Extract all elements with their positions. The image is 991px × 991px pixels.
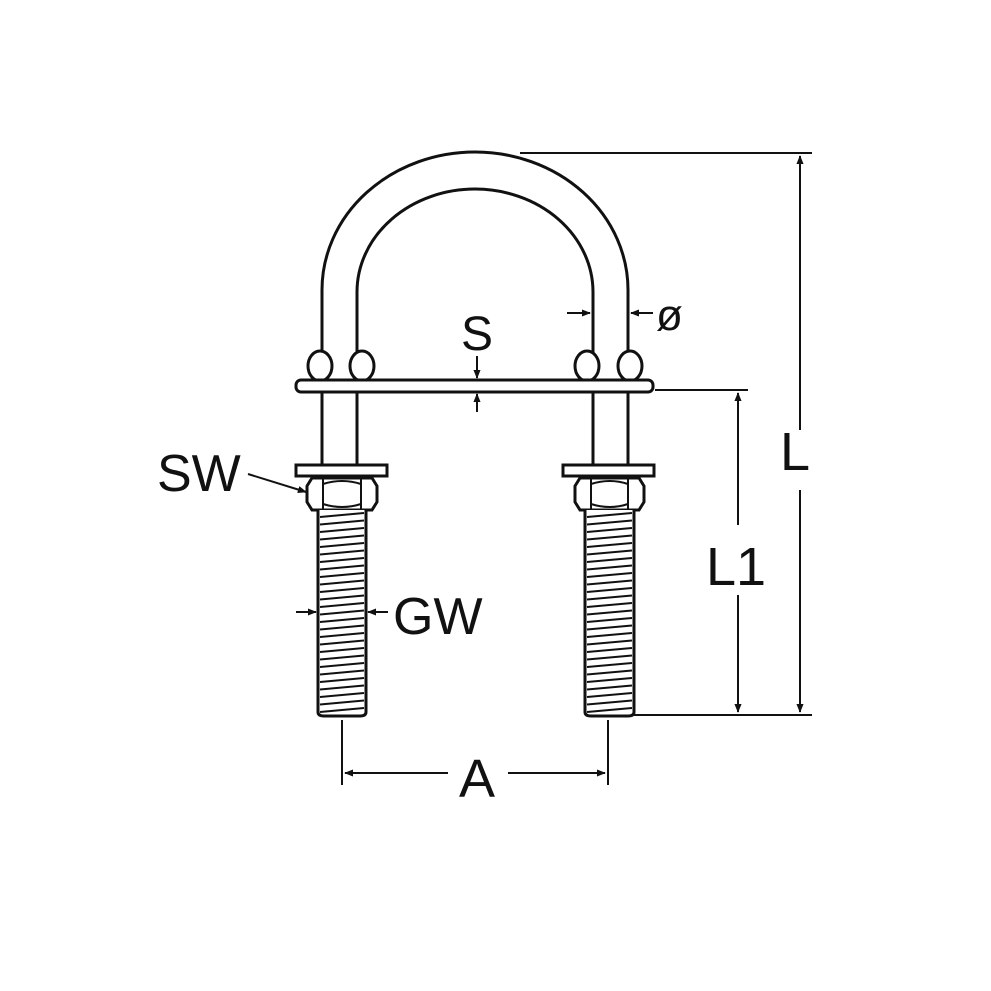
thread-line: [319, 647, 365, 653]
thread-line: [319, 707, 365, 713]
thread-line: [319, 692, 365, 698]
thread-line: [319, 617, 365, 623]
thread-line: [586, 707, 633, 713]
washer-left: [294, 463, 389, 478]
thread-line: [586, 617, 633, 623]
thread-line: [319, 587, 365, 593]
dimension-a: [341, 720, 609, 785]
dimension-sw-leader: [247, 473, 307, 494]
thread-line: [586, 587, 633, 593]
thread-line: [586, 669, 633, 676]
thread-line: [586, 519, 633, 526]
u-bend-inner: [355, 187, 595, 358]
thread-line: [319, 542, 365, 548]
thread-line: [319, 512, 365, 518]
thread-line: [586, 624, 633, 631]
thread-line: [586, 579, 633, 586]
washers: [294, 463, 656, 478]
thread-line: [586, 602, 633, 608]
thread-line: [319, 669, 365, 676]
thread-line: [586, 572, 633, 578]
thread-line: [319, 639, 365, 646]
thread-line: [586, 527, 633, 533]
thread-line: [319, 572, 365, 578]
thread-line: [586, 594, 633, 601]
u-bend-outer: [320, 150, 630, 358]
thread-line: [586, 677, 633, 683]
thread-line: [586, 564, 633, 571]
bead-4: [616, 349, 644, 383]
washer-right: [561, 463, 656, 478]
bead-3: [573, 349, 601, 383]
thread-line: [586, 692, 633, 698]
label-l1: L1: [706, 537, 766, 597]
legs: [320, 392, 630, 465]
thread-line: [586, 639, 633, 646]
thread-line: [319, 699, 365, 706]
bead-2: [348, 349, 376, 383]
thread-line: [586, 609, 633, 616]
bead-1: [306, 349, 334, 383]
nut-left: [305, 476, 379, 512]
thread-line: [586, 542, 633, 548]
thread-line: [319, 557, 365, 563]
thread-line: [319, 684, 365, 691]
nuts: [305, 476, 646, 512]
thread-line: [319, 654, 365, 661]
thread-line: [319, 519, 365, 526]
label-diameter: ø: [656, 291, 683, 340]
threaded-end-left: [316, 510, 368, 718]
thread-line: [586, 534, 633, 541]
thread-line: [319, 624, 365, 631]
thread-line: [319, 602, 365, 608]
thread-line: [319, 677, 365, 683]
label-a: A: [459, 749, 495, 809]
dimension-l: [520, 152, 812, 716]
thread-line: [586, 662, 633, 668]
label-gw: GW: [393, 588, 483, 646]
thread-line: [586, 512, 633, 518]
label-l: L: [780, 422, 810, 482]
thread-line: [586, 549, 633, 556]
thread-line: [319, 527, 365, 533]
thread-line: [319, 534, 365, 541]
thread-line: [586, 684, 633, 691]
thread-line: [586, 699, 633, 706]
plate: [294, 378, 655, 394]
thread-line: [319, 632, 365, 638]
thread-line: [319, 609, 365, 616]
nut-right: [573, 476, 646, 512]
threaded-end-right: [583, 510, 636, 718]
thread-line: [586, 647, 633, 653]
thread-line: [319, 564, 365, 571]
thread-line: [586, 654, 633, 661]
label-s: S: [461, 308, 493, 361]
thread-line: [319, 549, 365, 556]
label-sw: SW: [157, 445, 241, 503]
u-bend: [320, 150, 630, 358]
thread-line: [319, 594, 365, 601]
dimension-l1: [655, 389, 748, 713]
thread-line: [586, 557, 633, 563]
thread-line: [319, 662, 365, 668]
thread-line: [586, 632, 633, 638]
thread-line: [319, 579, 365, 586]
